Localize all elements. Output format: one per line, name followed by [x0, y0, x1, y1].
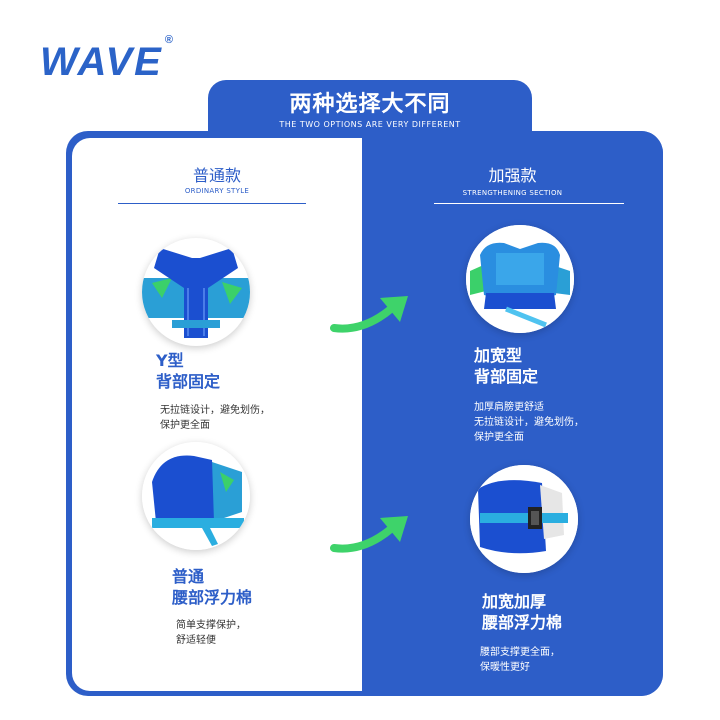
ordinary-subtitle: ORDINARY STYLE	[184, 187, 250, 195]
ordinary-feature2-desc-line2: 舒适轻便	[176, 635, 216, 646]
strengthened-feature1-title-line2: 背部固定	[474, 367, 539, 386]
strengthened-title: 加强款	[488, 166, 537, 185]
strengthened-feature1-title-line1: 加宽型	[474, 346, 523, 365]
strengthened-feature2-desc: 腰部支撑更全面， 保暖性更好	[480, 645, 560, 675]
header-title: 两种选择大不同	[289, 92, 451, 117]
brand-name: WAVE	[40, 40, 163, 84]
strengthened-feature2-title-line1: 加宽加厚	[482, 592, 547, 611]
arrow-upper-icon	[330, 296, 408, 333]
ordinary-feature1-desc: 无拉链设计，避免划伤， 保护更全面	[160, 403, 270, 433]
strengthened-feature2-desc-line2: 保暖性更好	[480, 662, 530, 673]
ordinary-feature1-desc-line1: 无拉链设计，避免划伤，	[160, 405, 270, 416]
wide-vest-side-illustration	[470, 465, 578, 573]
strengthened-feature2-title: 加宽加厚 腰部浮力棉	[482, 591, 562, 633]
strengthened-feature2-title-line2: 腰部浮力棉	[482, 613, 563, 632]
ordinary-feature2-title-line1: 普通	[172, 567, 205, 586]
strengthened-feature1-desc-line2: 无拉链设计，避免划伤，	[474, 417, 584, 428]
vest-back-illustration	[142, 248, 250, 338]
header-subtitle: THE TWO OPTIONS ARE VERY DIFFERENT	[279, 120, 461, 129]
ordinary-feature2-title-line2: 腰部浮力棉	[172, 588, 253, 607]
brand-logo: WAVE®	[40, 34, 175, 85]
ordinary-feature2-title: 普通 腰部浮力棉	[172, 566, 252, 608]
ordinary-feature1-title: Y型 背部固定	[156, 350, 220, 392]
strengthened-column: 加强款 STRENGTHENING SECTION 加宽型 背部固定 加厚肩膀更…	[362, 131, 663, 696]
ordinary-divider	[118, 203, 306, 204]
ordinary-feature2-desc: 简单支撑保护， 舒适轻便	[176, 618, 246, 648]
registered-mark: ®	[164, 34, 175, 46]
strengthened-feature1-title: 加宽型 背部固定	[474, 345, 538, 387]
header-tab: 两种选择大不同 THE TWO OPTIONS ARE VERY DIFFERE…	[208, 80, 532, 138]
wide-back-image	[466, 225, 574, 333]
arrow-lower-icon	[330, 516, 408, 553]
ordinary-column: 普通款 ORDINARY STYLE Y型 背部固定 无拉链设计，避免划伤， 保…	[72, 138, 362, 691]
strengthened-feature1-desc: 加厚肩膀更舒适 无拉链设计，避免划伤， 保护更全面	[474, 400, 584, 445]
strengthened-subtitle: STRENGTHENING SECTION	[462, 189, 563, 197]
ordinary-feature1-desc-line2: 保护更全面	[160, 420, 210, 431]
wide-vest-back-illustration	[466, 225, 574, 333]
vest-side-illustration	[142, 442, 250, 550]
ordinary-feature1-title-line2: 背部固定	[156, 372, 221, 391]
strengthened-divider	[434, 203, 624, 204]
strengthened-feature1-desc-line1: 加厚肩膀更舒适	[474, 402, 544, 413]
strengthened-feature2-desc-line1: 腰部支撑更全面，	[480, 647, 560, 658]
wide-waist-image	[470, 465, 578, 573]
ordinary-feature1-title-line1: Y型	[156, 351, 184, 370]
ordinary-feature2-desc-line1: 简单支撑保护，	[176, 620, 246, 631]
ordinary-title: 普通款	[192, 166, 241, 185]
waist-float-image	[142, 442, 250, 550]
strengthened-feature1-desc-line3: 保护更全面	[474, 432, 524, 443]
y-back-image	[142, 238, 250, 346]
